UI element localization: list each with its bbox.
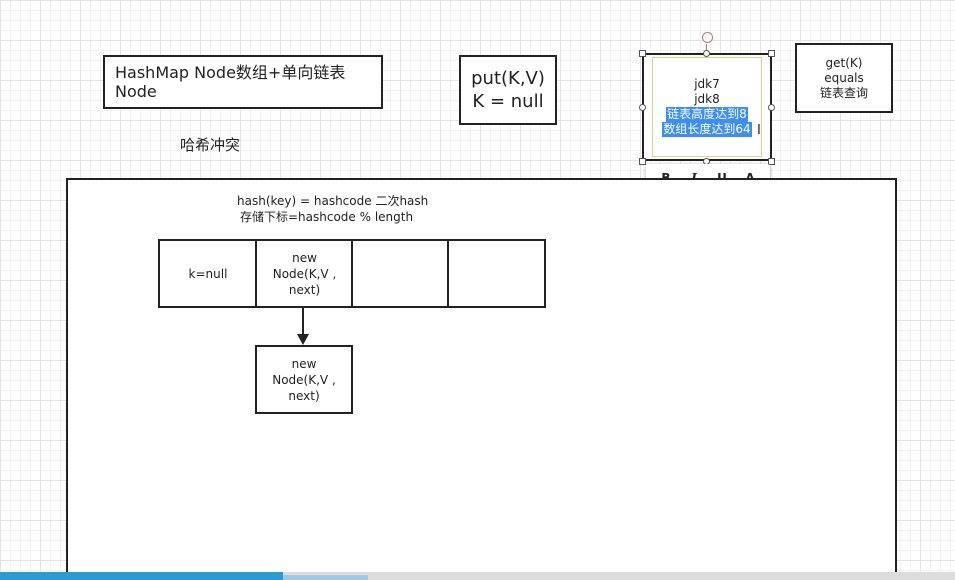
linked-node-line2: Node(K,V , <box>272 372 336 387</box>
put-line1: put(K,V) <box>471 68 545 89</box>
jdk-line3-selected[interactable]: 链表高度达到8 <box>666 107 748 122</box>
scrollbar-thumb[interactable] <box>0 572 283 580</box>
hashmap-title-line2: Node <box>115 82 157 101</box>
scrollbar-progress <box>283 575 368 580</box>
hash-formula-line2[interactable]: 存储下标=hashcode % length <box>240 210 414 224</box>
jdk-box-selected[interactable]: jdk7 jdk8 链表高度达到8 数组长度达到64 <box>642 53 772 161</box>
resize-handle-top-left[interactable] <box>639 50 646 57</box>
linked-node[interactable]: new Node(K,V , next) <box>255 345 353 414</box>
put-box[interactable]: put(K,V) K = null <box>459 55 557 125</box>
hashmap-title-box[interactable]: HashMap Node数组+单向链表 Node <box>103 55 383 109</box>
hash-formula-line1[interactable]: hash(key) = hashcode 二次hash <box>237 194 429 208</box>
resize-handle-right[interactable] <box>768 104 775 111</box>
array-cell[interactable] <box>447 239 546 308</box>
array-cell-text: k=null <box>188 266 228 281</box>
jdk-line2: jdk8 <box>694 92 720 106</box>
horizontal-scrollbar[interactable] <box>0 572 955 580</box>
hash-conflict-label[interactable]: 哈希冲突 <box>180 136 241 154</box>
node-line2: Node(K,V , <box>272 266 337 281</box>
rotate-handle-stem <box>706 44 707 54</box>
linked-node-line3: next) <box>288 388 320 403</box>
resize-handle-bottom-right[interactable] <box>768 158 775 165</box>
hashmap-title-line1: HashMap Node数组+单向链表 <box>115 63 346 82</box>
array-cell[interactable]: new Node(K,V , next) <box>255 239 354 308</box>
node-line1: new <box>292 250 317 265</box>
text-cursor-icon: Ⅰ <box>757 123 761 138</box>
node-line3: next) <box>288 282 321 297</box>
rotate-handle-icon[interactable] <box>702 32 713 43</box>
get-line2: equals <box>824 70 864 85</box>
main-frame[interactable] <box>66 178 897 576</box>
array-cell[interactable]: k=null <box>158 239 258 308</box>
array-cell[interactable] <box>351 239 450 308</box>
resize-handle-top-right[interactable] <box>768 50 775 57</box>
put-line2: K = null <box>472 91 544 112</box>
jdk-line4-selected[interactable]: 数组长度达到64 <box>662 122 752 137</box>
jdk-line1: jdk7 <box>694 77 720 91</box>
get-line1: get(K) <box>825 55 863 70</box>
get-line3: 链表查询 <box>819 85 868 100</box>
get-box[interactable]: get(K) equals 链表查询 <box>795 43 893 113</box>
resize-handle-top[interactable] <box>703 50 710 57</box>
resize-handle-left[interactable] <box>639 104 646 111</box>
linked-node-line1: new <box>291 356 317 371</box>
resize-handle-bottom-left[interactable] <box>639 158 646 165</box>
